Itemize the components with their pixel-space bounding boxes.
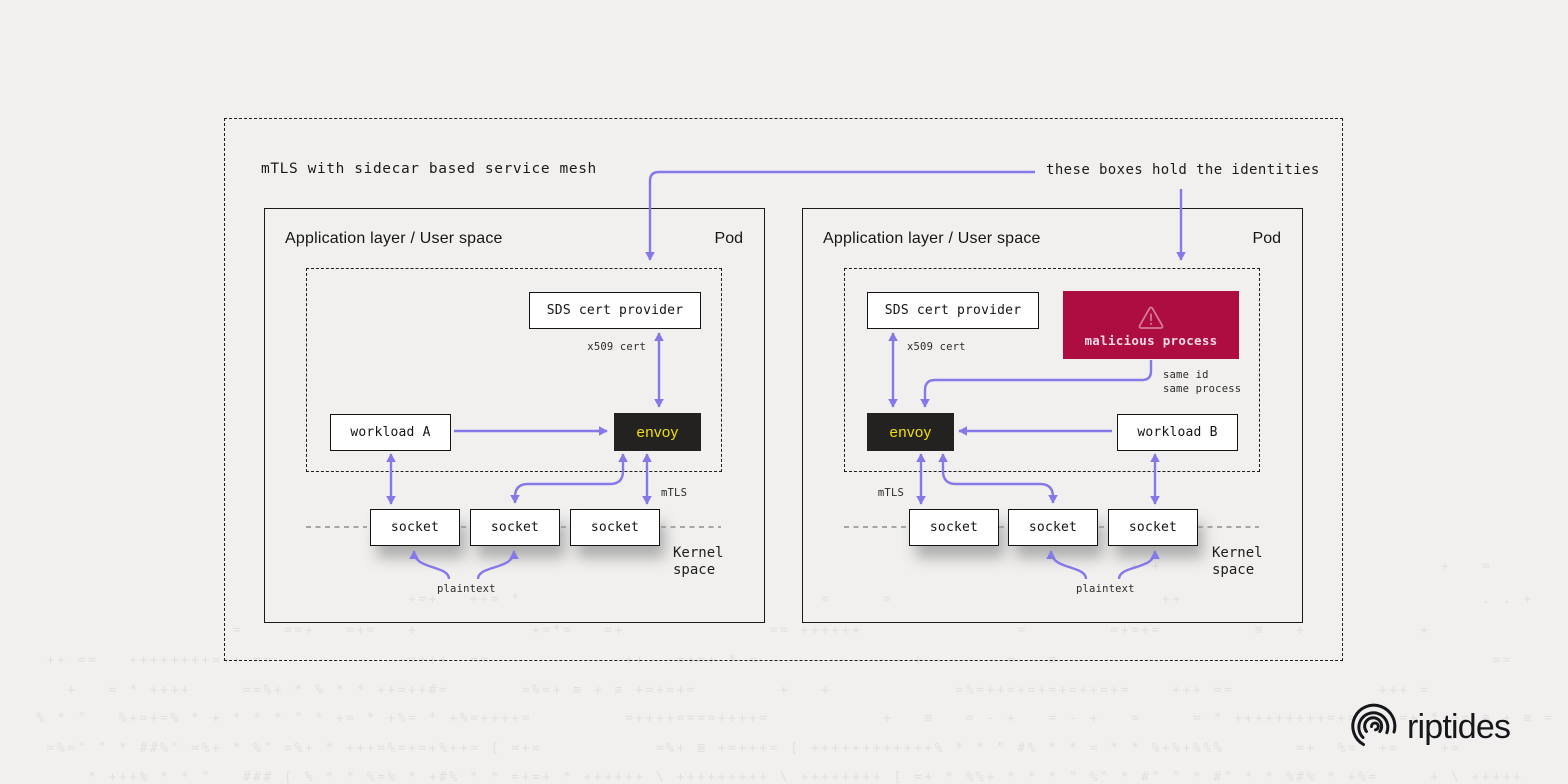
envoy-left: envoy [614, 413, 701, 451]
mtls-label-right: mTLS [877, 487, 904, 499]
sds-cert-provider-left-label: SDS cert provider [546, 303, 684, 318]
x509-cert-label-right: x509 cert [907, 341, 966, 353]
socket-right-2-label: socket [1028, 520, 1078, 535]
socket-left-2-label: socket [490, 520, 540, 535]
plaintext-label-right: plaintext [1076, 583, 1135, 595]
riptides-logo-icon [1351, 703, 1397, 746]
workload-b: workload B [1117, 414, 1238, 451]
same-id-label: same id same process [1163, 368, 1241, 396]
sds-cert-provider-left: SDS cert provider [529, 292, 701, 329]
ascii-art-row: =%=" " * ##%" =%+ * %" =%+ * +++=%=+=+%+… [26, 741, 1462, 756]
socket-right-2: socket [1008, 509, 1098, 546]
pod-left: Application layer / User space Pod SDS c… [264, 208, 765, 623]
kernel-space-right-line2: space [1212, 561, 1255, 578]
workload-b-label: workload B [1137, 425, 1218, 440]
envoy-right-label: envoy [889, 423, 932, 441]
mtls-label-left: mTLS [661, 487, 688, 499]
identities-annotation: these boxes hold the identities [1046, 162, 1320, 178]
socket-left-1: socket [370, 509, 460, 546]
socket-right-3-label: socket [1128, 520, 1178, 535]
same-id-line2: same process [1163, 383, 1242, 396]
riptides-logo-text: riptides [1407, 707, 1511, 746]
ascii-art-row: + = * ++++ ==%+ * % * * ++=++#= =%=+ ≡ +… [26, 683, 1431, 698]
kernel-space-left-line2: space [673, 561, 716, 578]
diagram-title: mTLS with sidecar based service mesh [261, 161, 597, 177]
x509-cert-label-left: x509 cert [587, 341, 646, 353]
pod-left-header: Application layer / User space [285, 230, 503, 247]
socket-left-2: socket [470, 509, 560, 546]
malicious-process-label: malicious process [1084, 332, 1218, 348]
workload-a-label: workload A [350, 425, 431, 440]
sds-cert-provider-right: SDS cert provider [867, 292, 1039, 329]
pod-right-tag: Pod [1252, 230, 1281, 247]
envoy-left-label: envoy [636, 423, 679, 441]
ascii-art-row: % * " %+=+=% * + * * * " * += * +%= * +%… [26, 711, 1555, 726]
ascii-art-row: +=+ ++= * = = ++ . . + + + [26, 592, 1568, 607]
malicious-process-box: malicious process [1063, 291, 1239, 359]
kernel-space-left-line1: Kernel [673, 545, 724, 561]
outer-dashed-frame [224, 118, 1343, 661]
plaintext-label-left: plaintext [437, 583, 496, 595]
warning-triangle-icon [1138, 306, 1164, 329]
ascii-art-row: = ==+ =+= + +=*= =+ == ++++++ = =+=+= ≡ … [26, 623, 1568, 638]
ascii-art-row: * +++% * * " ### [ % * * %=% * +#% * * =… [26, 770, 1524, 784]
pod-left-tag: Pod [714, 230, 743, 247]
socket-right-3: socket [1108, 509, 1198, 546]
kernel-space-label-left: Kernel space [673, 545, 724, 579]
pod-right-header: Application layer / User space [823, 230, 1041, 247]
socket-left-3: socket [570, 509, 660, 546]
socket-right-1: socket [909, 509, 999, 546]
sds-cert-provider-right-label: SDS cert provider [884, 303, 1022, 318]
kernel-space-right-line1: Kernel [1212, 545, 1263, 561]
socket-right-1-label: socket [929, 520, 979, 535]
socket-left-1-label: socket [390, 520, 440, 535]
pod-right: Application layer / User space Pod SDS c… [802, 208, 1303, 623]
socket-left-3-label: socket [590, 520, 640, 535]
envoy-right: envoy [867, 413, 954, 451]
kernel-space-label-right: Kernel space [1212, 545, 1263, 579]
same-id-line1: same id [1163, 369, 1209, 381]
riptides-logo: riptides [1350, 702, 1511, 752]
workload-a: workload A [330, 414, 451, 451]
